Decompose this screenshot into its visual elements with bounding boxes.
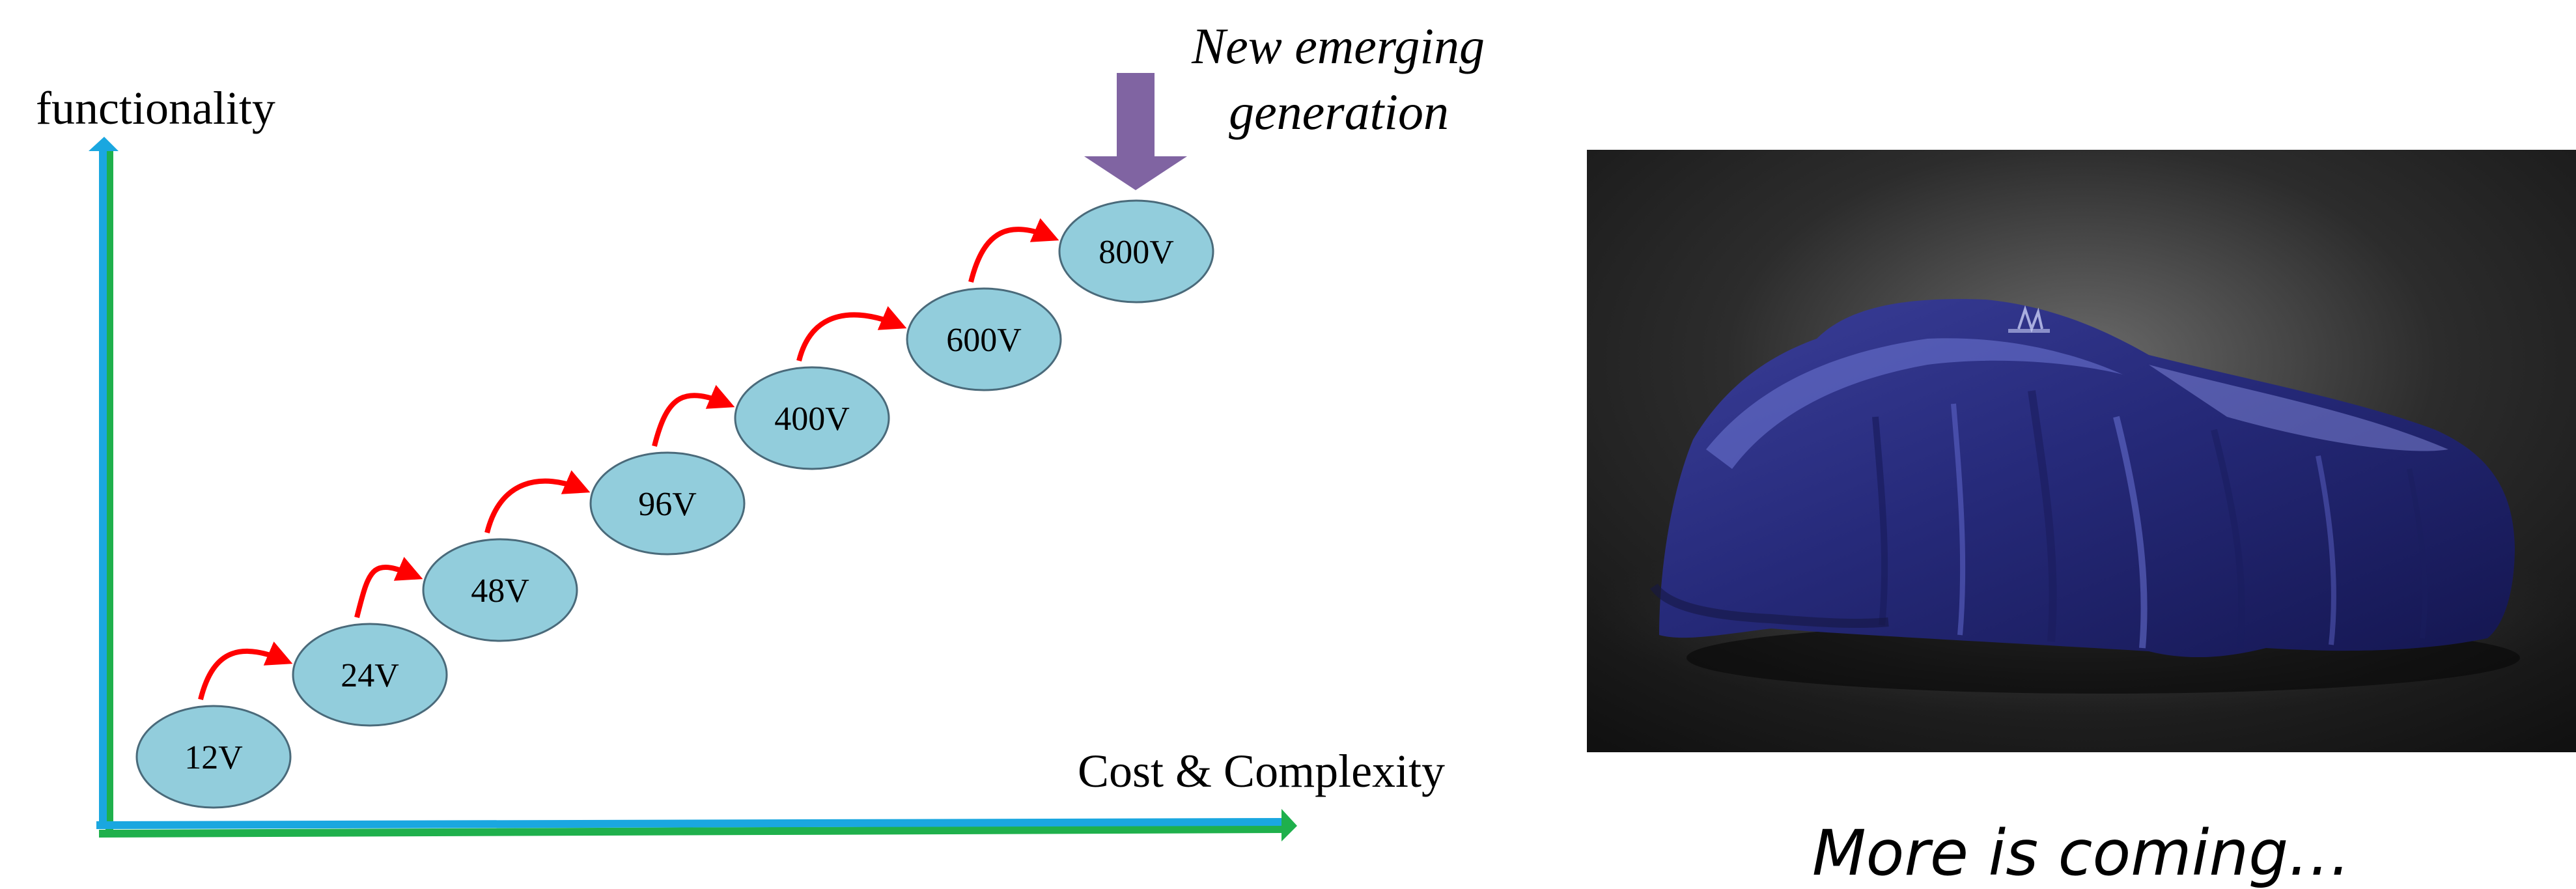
voltage-ellipse xyxy=(292,623,448,727)
voltage-label: 400V xyxy=(774,401,850,438)
down-arrow-icon xyxy=(1084,73,1187,190)
voltage-label: 12V xyxy=(184,739,243,776)
voltage-step: 800V xyxy=(1058,199,1214,303)
voltage-label: 48V xyxy=(471,572,529,610)
voltage-step: 24V xyxy=(292,623,448,727)
progress-arrow-icon xyxy=(354,557,423,618)
voltage-ellipse xyxy=(906,287,1062,391)
voltage-ellipse xyxy=(589,451,746,556)
y-axis-label: functionality xyxy=(36,82,275,134)
photo-caption: More is coming… xyxy=(1812,817,2351,889)
voltage-step: 600V xyxy=(906,287,1062,391)
callout-line-2: generation xyxy=(1229,83,1449,140)
progress-arrow-icon xyxy=(796,306,907,361)
voltage-steps: 12V 24V 48V 96V 400V 600V 800V xyxy=(135,199,1214,809)
voltage-step: 48V xyxy=(422,538,578,642)
voltage-label: 600V xyxy=(946,322,1022,359)
voltage-step: 400V xyxy=(734,366,890,470)
y-axis-arrowhead xyxy=(89,137,119,151)
progress-arrow-icon xyxy=(652,385,735,447)
voltage-label: 24V xyxy=(341,657,399,694)
covered-car-photo xyxy=(1587,150,2576,752)
car-cover xyxy=(1659,299,2515,658)
x-axis xyxy=(96,809,1297,841)
voltage-step: 96V xyxy=(589,451,746,556)
voltage-ellipse xyxy=(1058,199,1214,303)
callout-line-1: New emerging xyxy=(1191,18,1485,74)
voltage-ellipse xyxy=(135,705,292,809)
progress-arrow-icon xyxy=(198,642,293,700)
voltage-ellipse xyxy=(734,366,890,470)
y-axis xyxy=(89,137,119,830)
progress-arrows xyxy=(198,218,1059,700)
progress-arrow-icon xyxy=(484,470,591,533)
voltage-step: 12V xyxy=(135,705,292,809)
voltage-label: 800V xyxy=(1099,234,1174,271)
voltage-label: 96V xyxy=(638,486,697,523)
progress-arrow-icon xyxy=(968,218,1059,283)
x-axis-arrowhead xyxy=(1281,809,1297,841)
x-axis-label: Cost & Complexity xyxy=(1078,745,1445,797)
voltage-ellipse xyxy=(422,538,578,642)
